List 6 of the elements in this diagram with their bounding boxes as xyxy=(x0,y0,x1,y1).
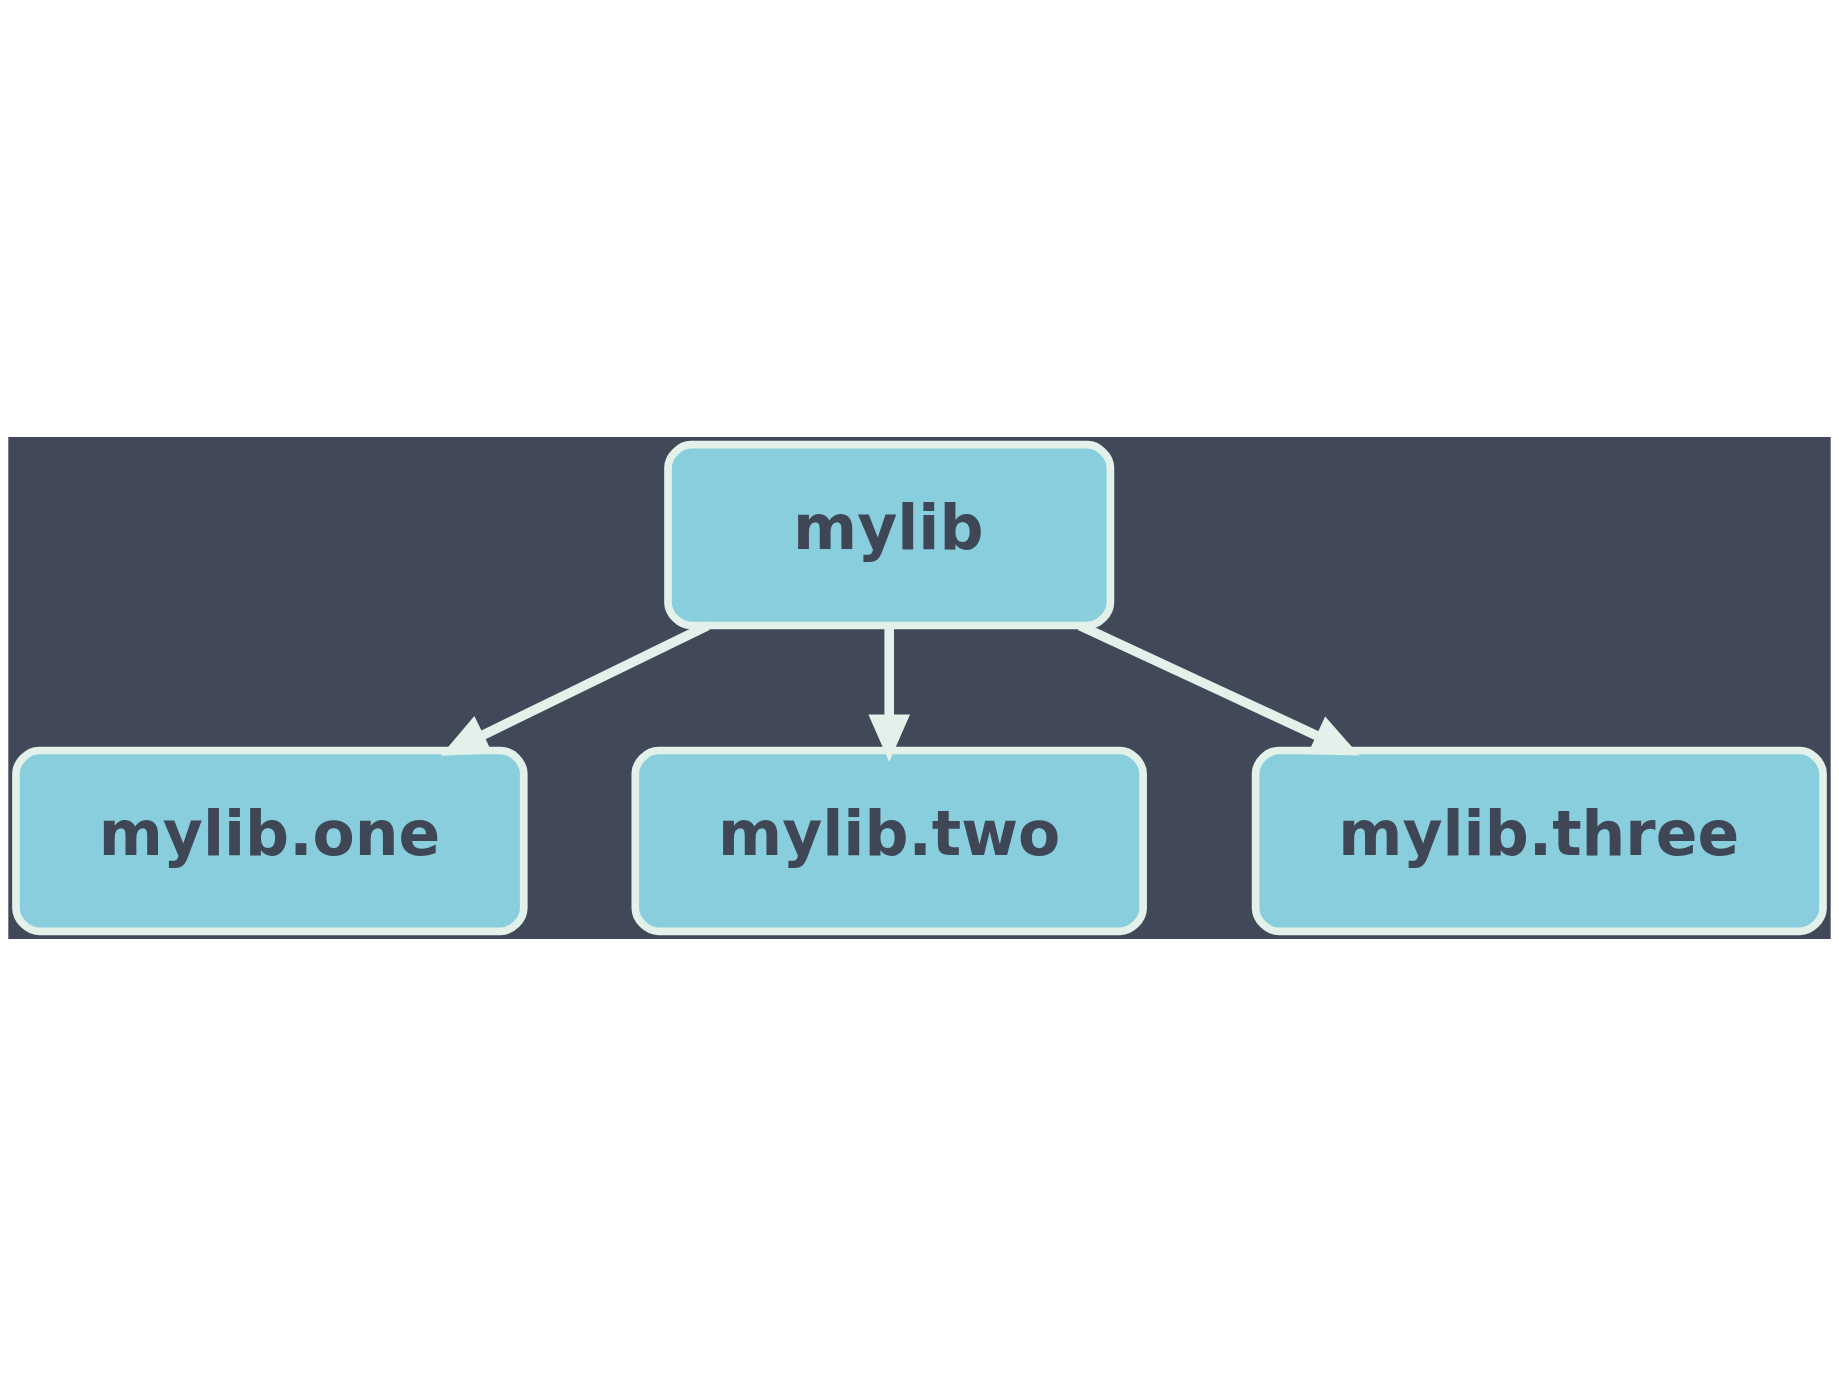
arrow xyxy=(1077,620,1360,755)
node-box: mylib.one xyxy=(12,746,528,935)
node-box: mylib xyxy=(664,440,1115,629)
node-box: mylib.two xyxy=(631,746,1147,935)
node-box: mylib.three xyxy=(1251,746,1827,935)
arrow xyxy=(440,620,710,756)
